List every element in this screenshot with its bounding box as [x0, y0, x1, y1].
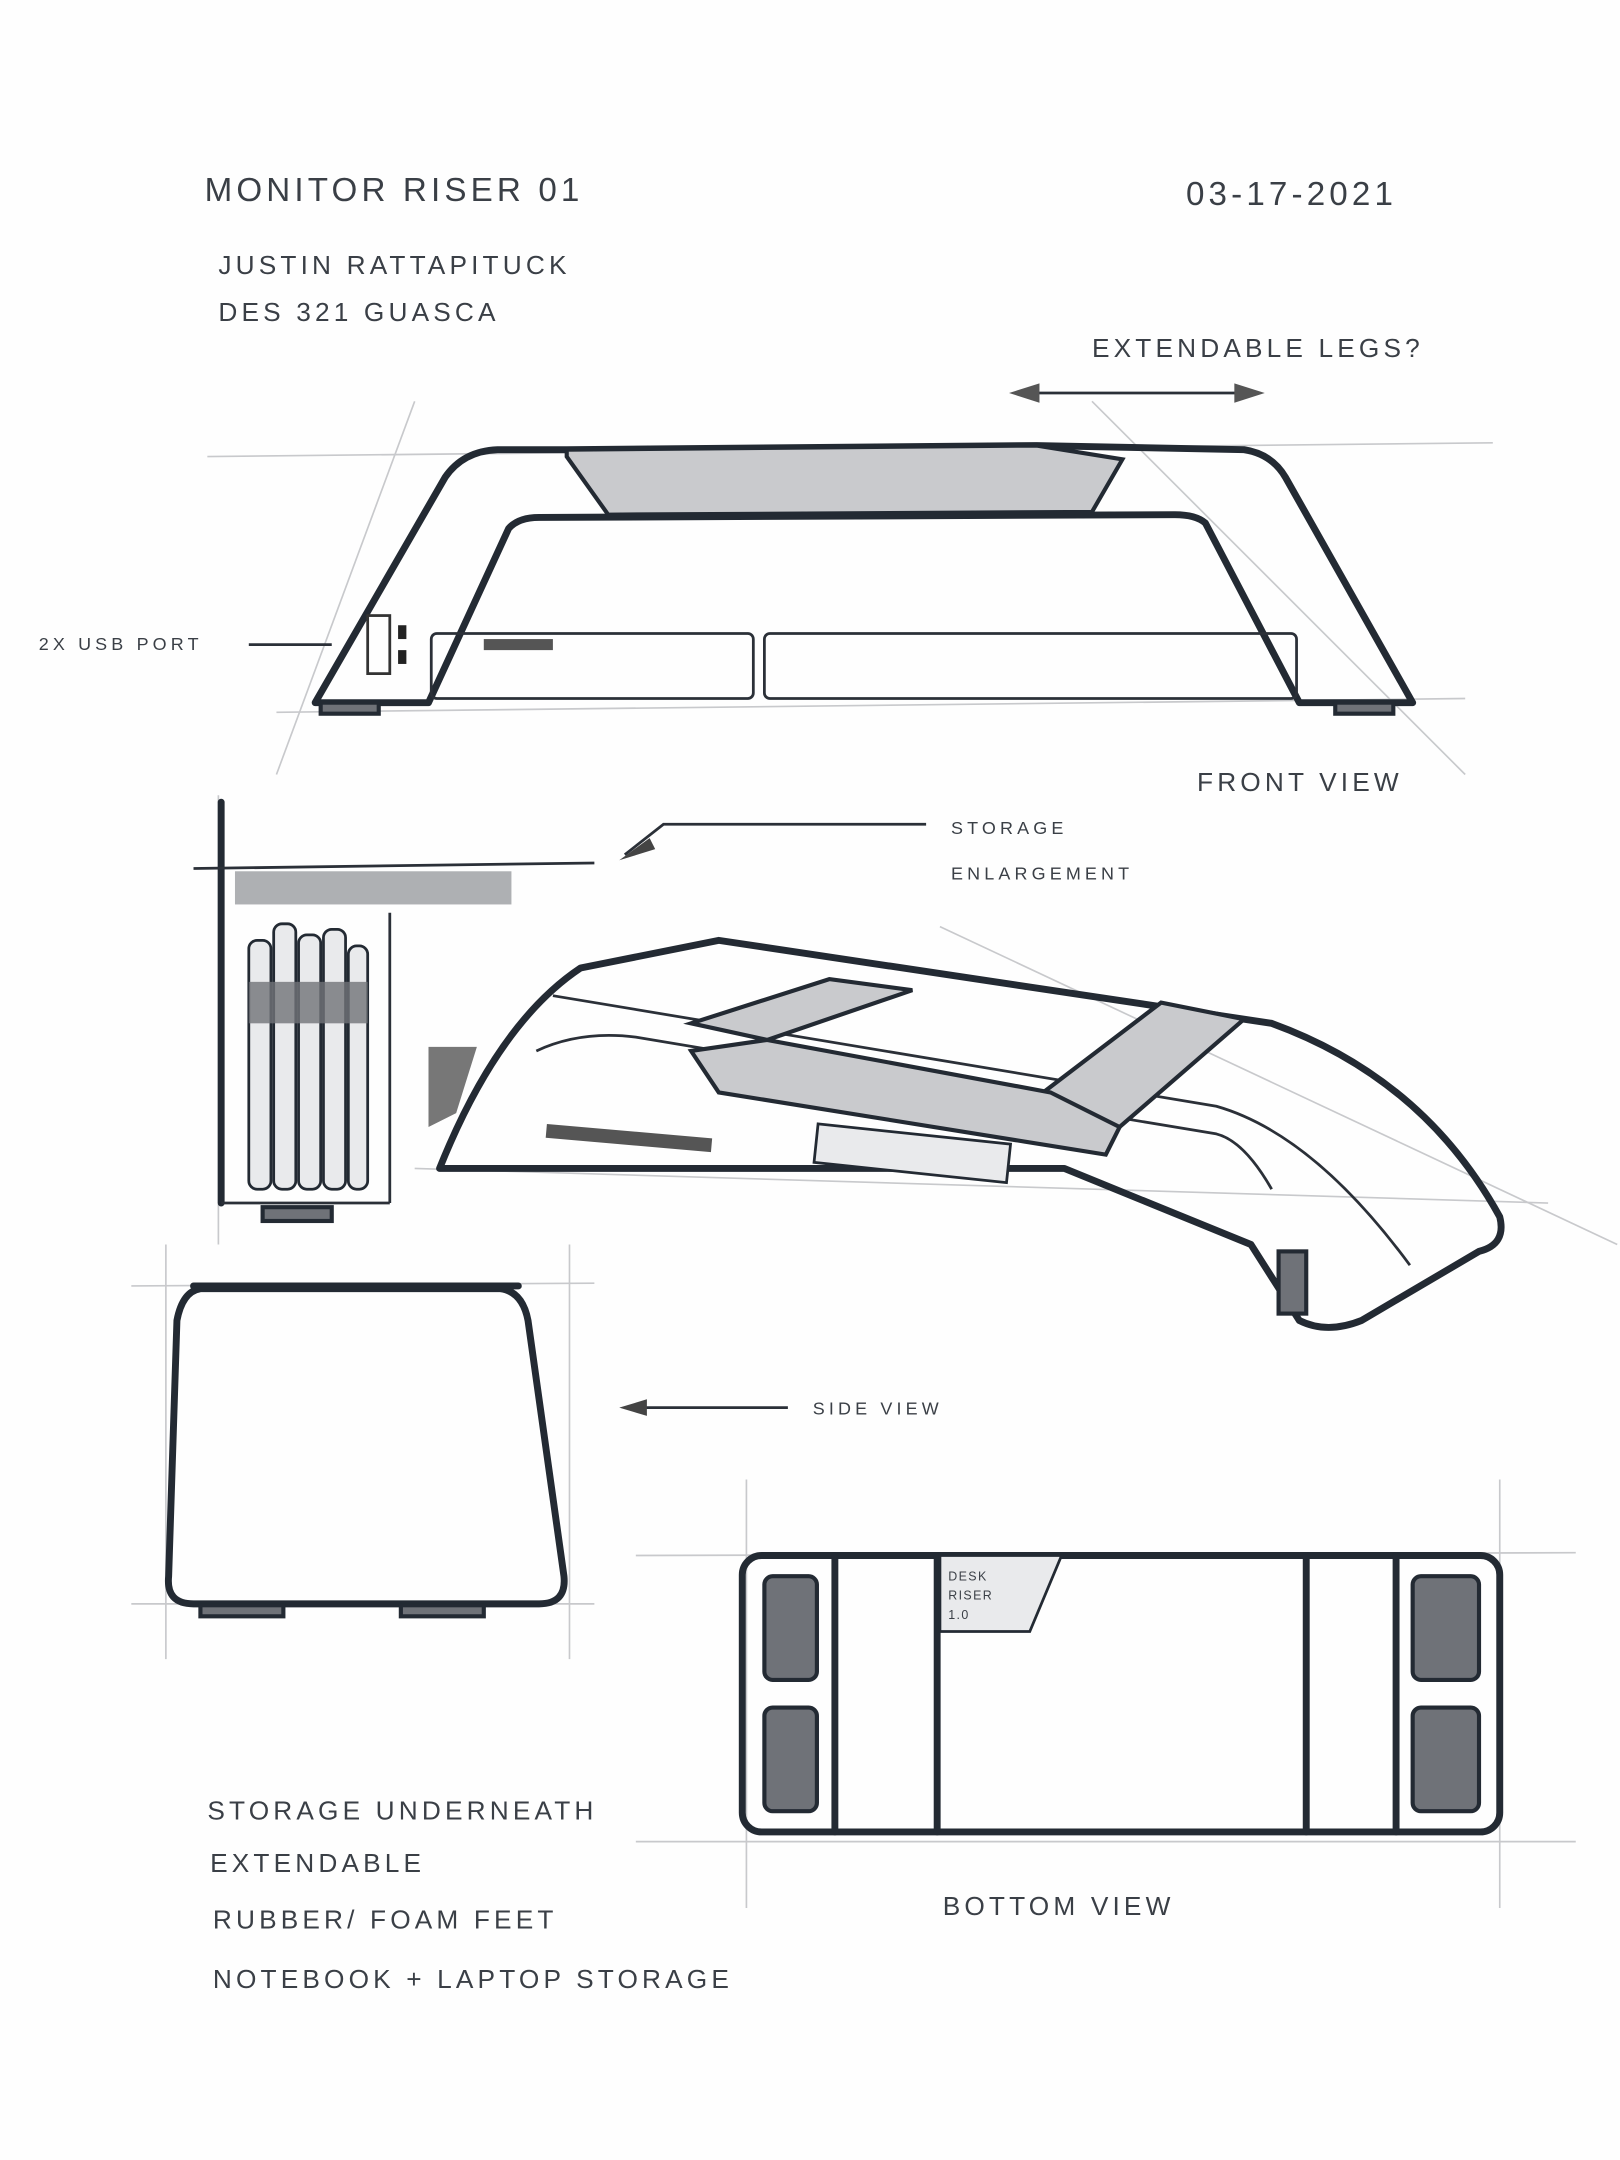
double-arrow-icon — [1009, 383, 1265, 403]
date: 03-17-2021 — [1186, 176, 1397, 213]
pens — [247, 922, 370, 1191]
drawer-right — [763, 632, 1298, 700]
bottom-view-label: BOTTOM VIEW — [943, 1891, 1175, 1921]
note-rubber-feet: RUBBER/ FOAM FEET — [213, 1905, 558, 1935]
top-plate — [564, 443, 1126, 517]
note-notebook-storage: NOTEBOOK + LAPTOP STORAGE — [213, 1964, 733, 1994]
usb-port-icon — [366, 614, 407, 676]
arrow-left-icon — [619, 1399, 788, 1416]
storage-enlargement-drawing — [193, 795, 595, 1245]
front-view-drawing — [207, 400, 1493, 776]
plate-line-3: 1.0 — [948, 1608, 969, 1622]
plate-line-2: RISER — [948, 1589, 993, 1603]
arrow-left-icon — [619, 822, 927, 861]
usb-port-label: 2X USB PORT — [39, 634, 203, 654]
foot — [318, 700, 381, 716]
title: MONITOR RISER 01 — [205, 172, 584, 209]
enlargement-label: ENLARGEMENT — [951, 864, 1133, 884]
note-extendable: EXTENDABLE — [210, 1848, 425, 1878]
side-view-drawing — [131, 1244, 595, 1660]
course: DES 321 GUASCA — [218, 297, 499, 327]
perspective-view-drawing — [414, 925, 1618, 1331]
bottom-view-drawing: DESK RISER 1.0 — [635, 1479, 1576, 1908]
note-storage-underneath: STORAGE UNDERNEATH — [207, 1796, 597, 1826]
storage-label: STORAGE — [951, 818, 1068, 838]
drawer-handle — [483, 639, 553, 651]
drawer-left — [429, 632, 755, 700]
front-view-label: FRONT VIEW — [1197, 767, 1403, 797]
author: JUSTIN RATTAPITUCK — [218, 250, 570, 280]
foot — [1333, 700, 1396, 716]
side-view-label: SIDE VIEW — [813, 1399, 943, 1419]
plate-line-1: DESK — [948, 1569, 987, 1583]
extendable-legs-label: EXTENDABLE LEGS? — [1092, 333, 1424, 363]
label-plate — [938, 1554, 1064, 1633]
